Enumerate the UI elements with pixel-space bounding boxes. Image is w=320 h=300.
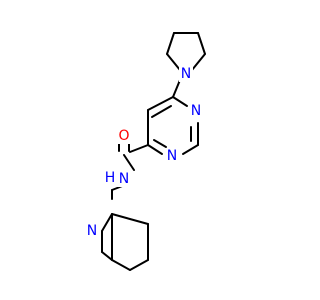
- bond: [147, 144, 163, 155]
- bond: [197, 32, 206, 55]
- bond: [182, 144, 199, 155]
- bond: [191, 53, 206, 71]
- atom-n-pyrimidine-1: N: [189, 103, 203, 119]
- pyridine-ring: [101, 213, 149, 271]
- atom-label: N: [119, 171, 129, 187]
- bond: [111, 213, 149, 225]
- atom-n-pyrimidine-3: N: [165, 148, 179, 164]
- atom-label: N: [87, 223, 97, 239]
- bond: [166, 32, 175, 55]
- bond: [101, 251, 113, 261]
- atom-label: N: [167, 148, 177, 164]
- atom-h-amide: H: [105, 170, 117, 186]
- atom-n-pyridine: N: [85, 223, 99, 239]
- bond: [129, 144, 149, 153]
- bond: [172, 96, 188, 107]
- bond: [151, 105, 172, 118]
- bond: [101, 213, 113, 232]
- bond: [172, 79, 181, 98]
- bond: [123, 154, 135, 171]
- atom-label: N: [191, 103, 201, 119]
- atom-n-pyrrolidine: N: [179, 66, 193, 82]
- atom-o-carbonyl: O: [117, 128, 131, 144]
- atom-label: N: [181, 66, 191, 82]
- bond: [153, 139, 167, 148]
- atom-label: H: [105, 170, 116, 186]
- bond: [111, 259, 131, 271]
- pyrrolidine-ring: [166, 32, 206, 71]
- atom-n-amide: N: [117, 171, 131, 187]
- bond: [129, 259, 149, 271]
- amide-group: [118, 143, 149, 171]
- molecule-structure-diagram: N N N O N H N: [85, 32, 206, 271]
- pyrimidine-ring: [147, 96, 199, 155]
- bond: [166, 53, 181, 71]
- bond: [147, 96, 174, 111]
- atom-label: O: [118, 128, 129, 144]
